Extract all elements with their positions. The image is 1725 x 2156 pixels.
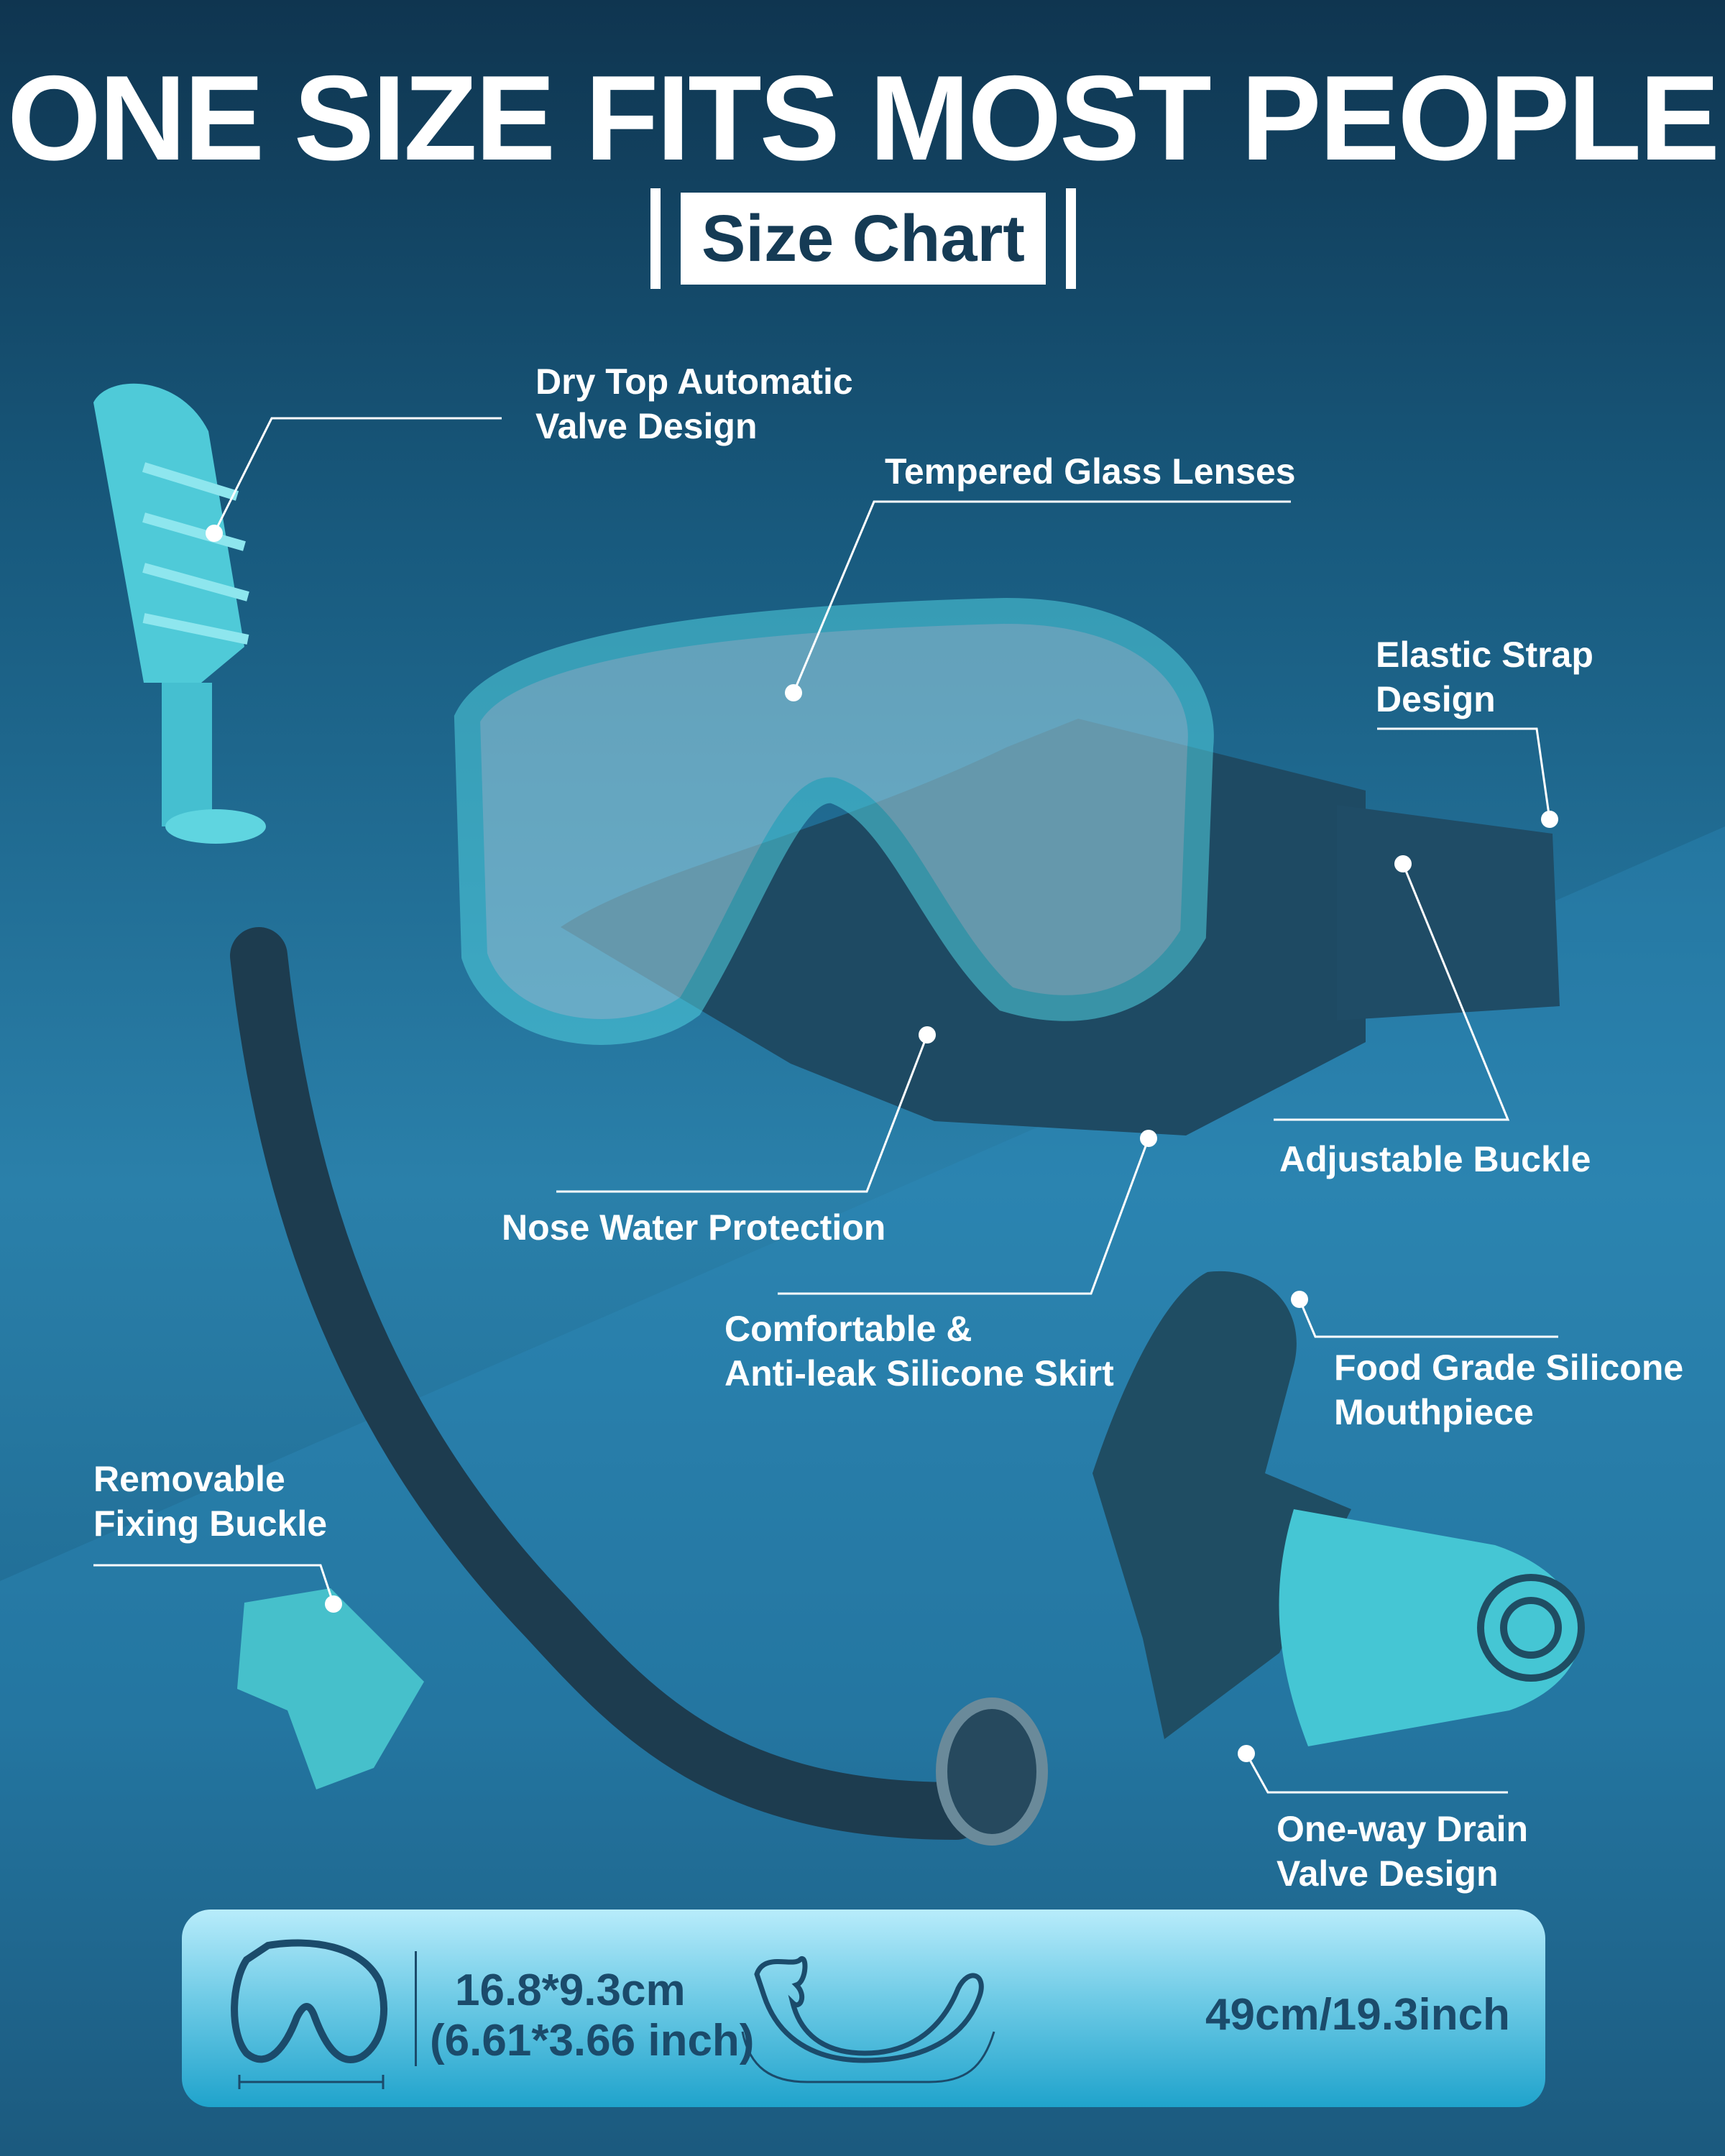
- feature-text: Valve Design: [535, 406, 758, 446]
- feature-text: Adjustable Buckle: [1279, 1139, 1591, 1179]
- feature-adjustable-buckle: Adjustable Buckle: [1279, 1137, 1591, 1181]
- feature-text: Valve Design: [1276, 1853, 1499, 1894]
- divider: [650, 188, 661, 289]
- feature-text: Nose Water Protection: [502, 1207, 886, 1248]
- mouthpiece: [1092, 1271, 1585, 1746]
- feature-text: Food Grade Silicone: [1334, 1348, 1684, 1388]
- feature-text: Anti-leak Silicone Skirt: [724, 1353, 1114, 1393]
- size-chart-heading: Size Chart: [650, 188, 1078, 289]
- leader-lines: [93, 417, 1558, 1794]
- feature-tempered-glass: Tempered Glass Lenses: [885, 449, 1296, 494]
- mask-size-inch: (6.61*3.66 inch): [430, 2016, 755, 2065]
- mask-outline-icon: [231, 1939, 387, 2089]
- feature-text: Design: [1376, 679, 1496, 719]
- feature-text: Elastic Strap: [1376, 635, 1593, 675]
- page-title: ONE SIZE FITS MOST PEOPLE: [7, 50, 1720, 185]
- snorkel-outline-icon: [741, 1955, 995, 2083]
- feature-text: Removable: [93, 1459, 285, 1499]
- mask: [454, 597, 1560, 1135]
- snorkel-mouth-end: [936, 1697, 1048, 1846]
- divider: [1066, 188, 1076, 289]
- feature-text: Comfortable &: [724, 1309, 972, 1349]
- snorkel-tube: [230, 927, 985, 1840]
- height-dimension-line: [415, 1951, 417, 2066]
- mask-size-cm: 16.8*9.3cm: [455, 1966, 686, 2015]
- callout-dots: [206, 525, 1558, 1762]
- dry-top-valve: [93, 383, 266, 844]
- feature-text: Mouthpiece: [1334, 1392, 1534, 1432]
- fixing-buckle: [237, 1588, 424, 1789]
- feature-silicone-skirt: Comfortable &Anti-leak Silicone Skirt: [724, 1307, 1114, 1396]
- feature-nose-protection: Nose Water Protection: [502, 1205, 886, 1250]
- size-chart-label: Size Chart: [681, 193, 1046, 285]
- feature-text: One-way Drain: [1276, 1809, 1529, 1849]
- snorkel-length: 49cm/19.3inch: [1205, 1990, 1510, 2040]
- feature-text: Dry Top Automatic: [535, 361, 853, 402]
- feature-text: Tempered Glass Lenses: [885, 451, 1296, 492]
- background-wave: [0, 826, 1725, 2156]
- feature-text: Fixing Buckle: [93, 1503, 328, 1544]
- size-panel: 16.8*9.3cm (6.61*3.66 inch) 49cm/19.3inc…: [182, 1909, 1545, 2107]
